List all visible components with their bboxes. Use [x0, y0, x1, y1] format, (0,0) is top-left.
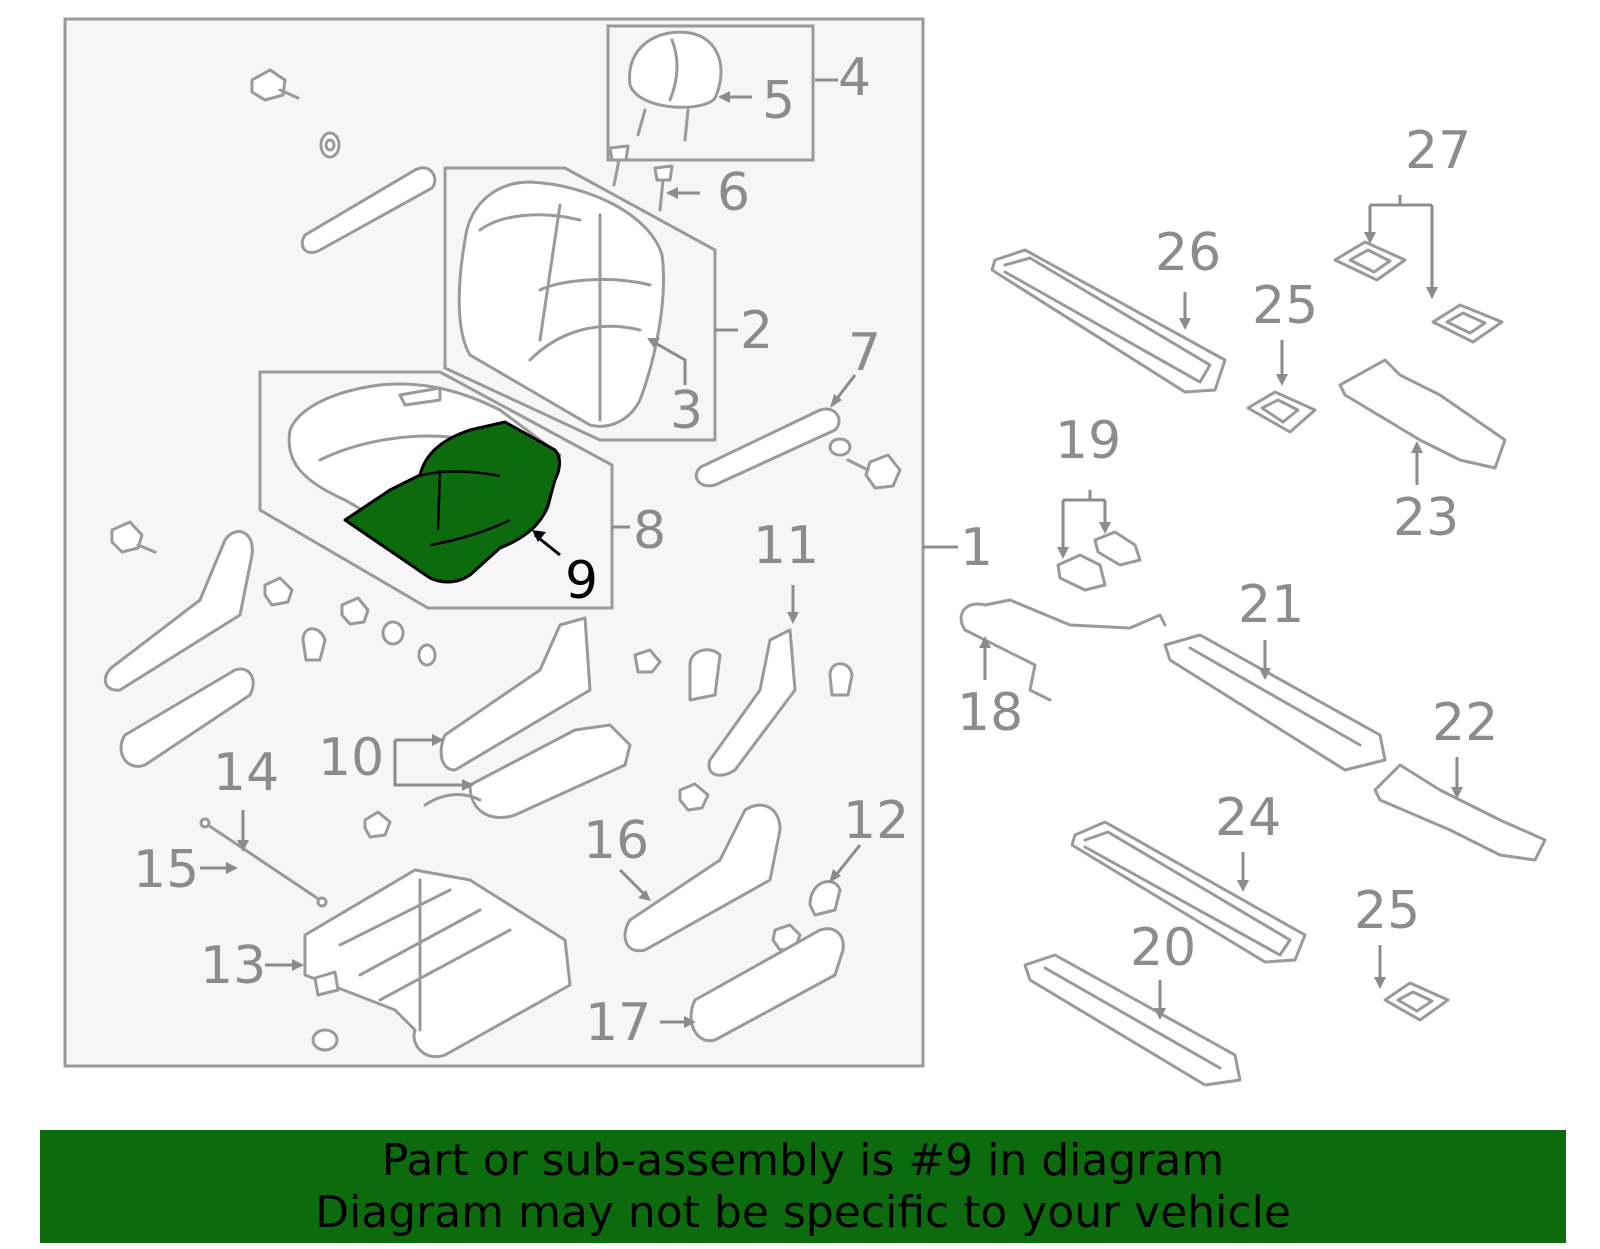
- callout-5: 5: [762, 71, 795, 131]
- callout-26: 26: [1155, 223, 1221, 283]
- headrest-guides: [608, 144, 674, 212]
- banner-line-disclaimer: Diagram may not be specific to your vehi…: [315, 1187, 1291, 1238]
- armrest-upper: [300, 166, 437, 254]
- headrest: [628, 30, 723, 142]
- banner-line-part: Part or sub-assembly is #9 in diagram: [381, 1135, 1225, 1186]
- callout-10: 10: [318, 728, 384, 788]
- side-armrest: [694, 407, 902, 490]
- callout-1: 1: [960, 518, 993, 578]
- callout-6: 6: [717, 163, 750, 223]
- cushion-group-box: [258, 370, 614, 610]
- side-shield: [623, 803, 782, 953]
- callout-16: 16: [583, 811, 649, 871]
- callout-7: 7: [848, 323, 881, 383]
- callout-23: 23: [1393, 488, 1459, 548]
- callout-17: 17: [585, 993, 651, 1053]
- callout-21: 21: [1238, 575, 1304, 635]
- cushion-pad-highlighted: [343, 420, 561, 584]
- recliner-mechanism: [633, 628, 854, 812]
- callout-8: 8: [633, 501, 666, 561]
- callout-13: 13: [200, 936, 266, 996]
- callout-25-top: 25: [1252, 276, 1318, 336]
- callout-25-bottom: 25: [1354, 881, 1420, 941]
- callout-15: 15: [133, 840, 199, 900]
- right-side-parts: [959, 240, 1547, 1087]
- callout-12: 12: [843, 791, 909, 851]
- callout-2: 2: [740, 301, 773, 361]
- callout-3: 3: [670, 381, 703, 441]
- callout-24: 24: [1215, 788, 1281, 848]
- seatback-group-box: [443, 166, 717, 442]
- callout-19: 19: [1055, 411, 1121, 471]
- left-side-shields: [104, 520, 437, 768]
- callout-4: 4: [838, 48, 871, 108]
- callout-9: 9: [565, 551, 598, 611]
- seatback-cover: [457, 180, 665, 428]
- seat-slide-rails: [423, 616, 632, 819]
- callout-20: 20: [1130, 918, 1196, 978]
- callout-14: 14: [213, 743, 279, 803]
- headrest-group-box: [606, 24, 815, 162]
- callout-22: 22: [1432, 693, 1498, 753]
- release-cable: [199, 817, 328, 908]
- seat-frame: [303, 810, 572, 1059]
- part-notice-banner: Part or sub-assembly is #9 in diagram Di…: [40, 1130, 1566, 1243]
- callout-18: 18: [957, 683, 1023, 743]
- callout-11: 11: [753, 516, 819, 576]
- callout-27: 27: [1405, 121, 1471, 181]
- bolt-top: [250, 68, 341, 159]
